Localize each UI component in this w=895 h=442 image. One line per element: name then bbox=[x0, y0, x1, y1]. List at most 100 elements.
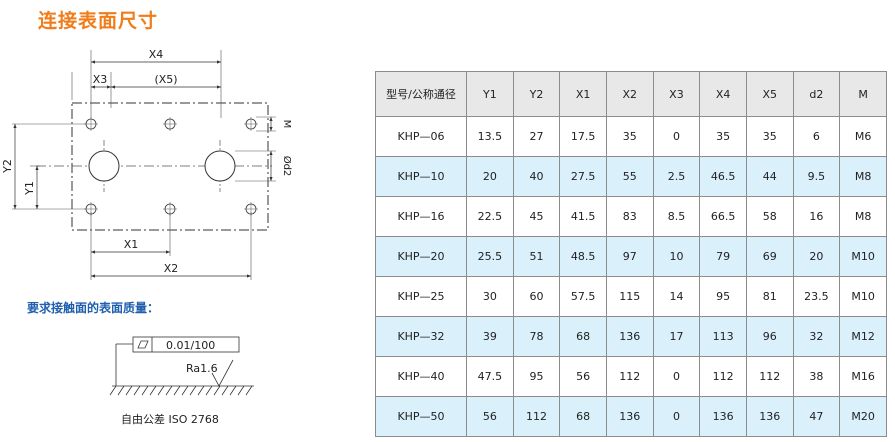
table-cell: M8 bbox=[839, 196, 887, 237]
label-x3: X3 bbox=[93, 73, 108, 86]
label-x4: X4 bbox=[149, 48, 164, 61]
table-cell: 136 bbox=[605, 396, 654, 437]
header-x5: X5 bbox=[745, 71, 794, 117]
table-cell-model: KHP—10 bbox=[375, 156, 467, 197]
table-cell: 23.5 bbox=[792, 276, 841, 317]
table-cell-model: KHP—25 bbox=[375, 276, 467, 317]
table-cell: 20 bbox=[466, 156, 514, 197]
table-cell: 47 bbox=[792, 396, 841, 437]
table-cell: 68 bbox=[559, 396, 607, 437]
table-cell: 16 bbox=[792, 196, 841, 237]
table-cell-model: KHP—20 bbox=[375, 236, 467, 277]
table-cell: 68 bbox=[559, 316, 607, 357]
table-cell: 47.5 bbox=[466, 356, 514, 397]
table-cell: 136 bbox=[745, 396, 794, 437]
table-cell: 14 bbox=[652, 276, 701, 317]
table-cell: 112 bbox=[699, 356, 747, 397]
label-x5: (X5) bbox=[154, 73, 177, 86]
flatness-tolerance: 0.01/100 bbox=[166, 339, 216, 352]
flatness-frame bbox=[115, 336, 240, 386]
table-cell: M8 bbox=[839, 156, 887, 197]
table-cell: 95 bbox=[699, 276, 747, 317]
label-y2: Y2 bbox=[1, 159, 14, 174]
table-cell: 115 bbox=[605, 276, 654, 317]
table-cell: 38 bbox=[792, 356, 841, 397]
header-x1: X1 bbox=[559, 71, 607, 117]
port-a bbox=[88, 150, 120, 182]
table-cell: 79 bbox=[699, 236, 747, 277]
table-cell: 27 bbox=[512, 116, 561, 157]
table-cell: 6 bbox=[792, 116, 841, 157]
header-x3: X3 bbox=[652, 71, 701, 117]
table-cell: M10 bbox=[839, 276, 887, 317]
table-header-row: 型号/公称通径 Y1 Y2 X1 X2 X3 X4 X5 d2 M bbox=[375, 71, 887, 117]
table-cell: 112 bbox=[605, 356, 654, 397]
table-cell: 96 bbox=[745, 316, 794, 357]
label-x2: X2 bbox=[164, 262, 179, 275]
header-m: M bbox=[839, 71, 887, 117]
table-cell: 27.5 bbox=[559, 156, 607, 197]
header-model: 型号/公称通径 bbox=[375, 71, 467, 117]
table-cell: 41.5 bbox=[559, 196, 607, 237]
header-d2: d2 bbox=[792, 71, 841, 117]
table-cell: 0 bbox=[652, 396, 701, 437]
table-cell: 0 bbox=[652, 116, 701, 157]
bolt-hole-crosshairs bbox=[84, 117, 258, 216]
table-cell: 56 bbox=[559, 356, 607, 397]
table-cell: 48.5 bbox=[559, 236, 607, 277]
table-cell-model: KHP—40 bbox=[375, 356, 467, 397]
table-cell: 44 bbox=[745, 156, 794, 197]
table-cell: 45 bbox=[512, 196, 561, 237]
table-cell: 35 bbox=[699, 116, 747, 157]
table-cell: 113 bbox=[699, 316, 747, 357]
table-cell: 81 bbox=[745, 276, 794, 317]
table-cell-model: KHP—32 bbox=[375, 316, 467, 357]
table-cell: 13.5 bbox=[466, 116, 514, 157]
table-cell: 97 bbox=[605, 236, 654, 277]
table-cell: 83 bbox=[605, 196, 654, 237]
header-y1: Y1 bbox=[466, 71, 514, 117]
label-d2: Ød2 bbox=[281, 156, 293, 177]
table-cell: 30 bbox=[466, 276, 514, 317]
table-cell: 40 bbox=[512, 156, 561, 197]
header-x4: X4 bbox=[699, 71, 747, 117]
table-cell: 58 bbox=[745, 196, 794, 237]
dimension-table: 型号/公称通径 Y1 Y2 X1 X2 X3 X4 X5 d2 M KHP—06… bbox=[375, 71, 887, 437]
table-cell: M20 bbox=[839, 396, 887, 437]
table-cell: 60 bbox=[512, 276, 561, 317]
table-cell: M6 bbox=[839, 116, 887, 157]
label-y1: Y1 bbox=[23, 181, 36, 196]
table-cell: 22.5 bbox=[466, 196, 514, 237]
table-cell: 112 bbox=[745, 356, 794, 397]
table-cell: 51 bbox=[512, 236, 561, 277]
table-cell: 35 bbox=[745, 116, 794, 157]
table-cell: 35 bbox=[605, 116, 654, 157]
table-cell: 69 bbox=[745, 236, 794, 277]
roughness-value: Ra1.6 bbox=[186, 362, 218, 375]
header-y2: Y2 bbox=[512, 71, 561, 117]
table-cell: 66.5 bbox=[699, 196, 747, 237]
table-cell: 56 bbox=[466, 396, 514, 437]
table-cell-model: KHP—16 bbox=[375, 196, 467, 237]
table-cell: 112 bbox=[512, 396, 561, 437]
flatness-symbol-icon bbox=[137, 340, 149, 349]
label-x1: X1 bbox=[124, 238, 139, 251]
tolerance-note: 自由公差 ISO 2768 bbox=[121, 413, 219, 426]
connection-surface-drawing: X4 X3 (X5) X1 X2 Y2 Y1 M Ød2 bbox=[1, 48, 293, 396]
port-b bbox=[204, 150, 236, 182]
surface-quality-title: 要求接触面的表面质量： bbox=[27, 301, 160, 315]
table-cell: 136 bbox=[605, 316, 654, 357]
header-x2: X2 bbox=[605, 71, 654, 117]
table-cell-model: KHP—50 bbox=[375, 396, 467, 437]
table-cell-model: KHP—06 bbox=[375, 116, 467, 157]
table-cell: 32 bbox=[792, 316, 841, 357]
table-cell: 17.5 bbox=[559, 116, 607, 157]
page-title: 连接表面尺寸 bbox=[38, 10, 159, 32]
table-cell: 8.5 bbox=[652, 196, 701, 237]
